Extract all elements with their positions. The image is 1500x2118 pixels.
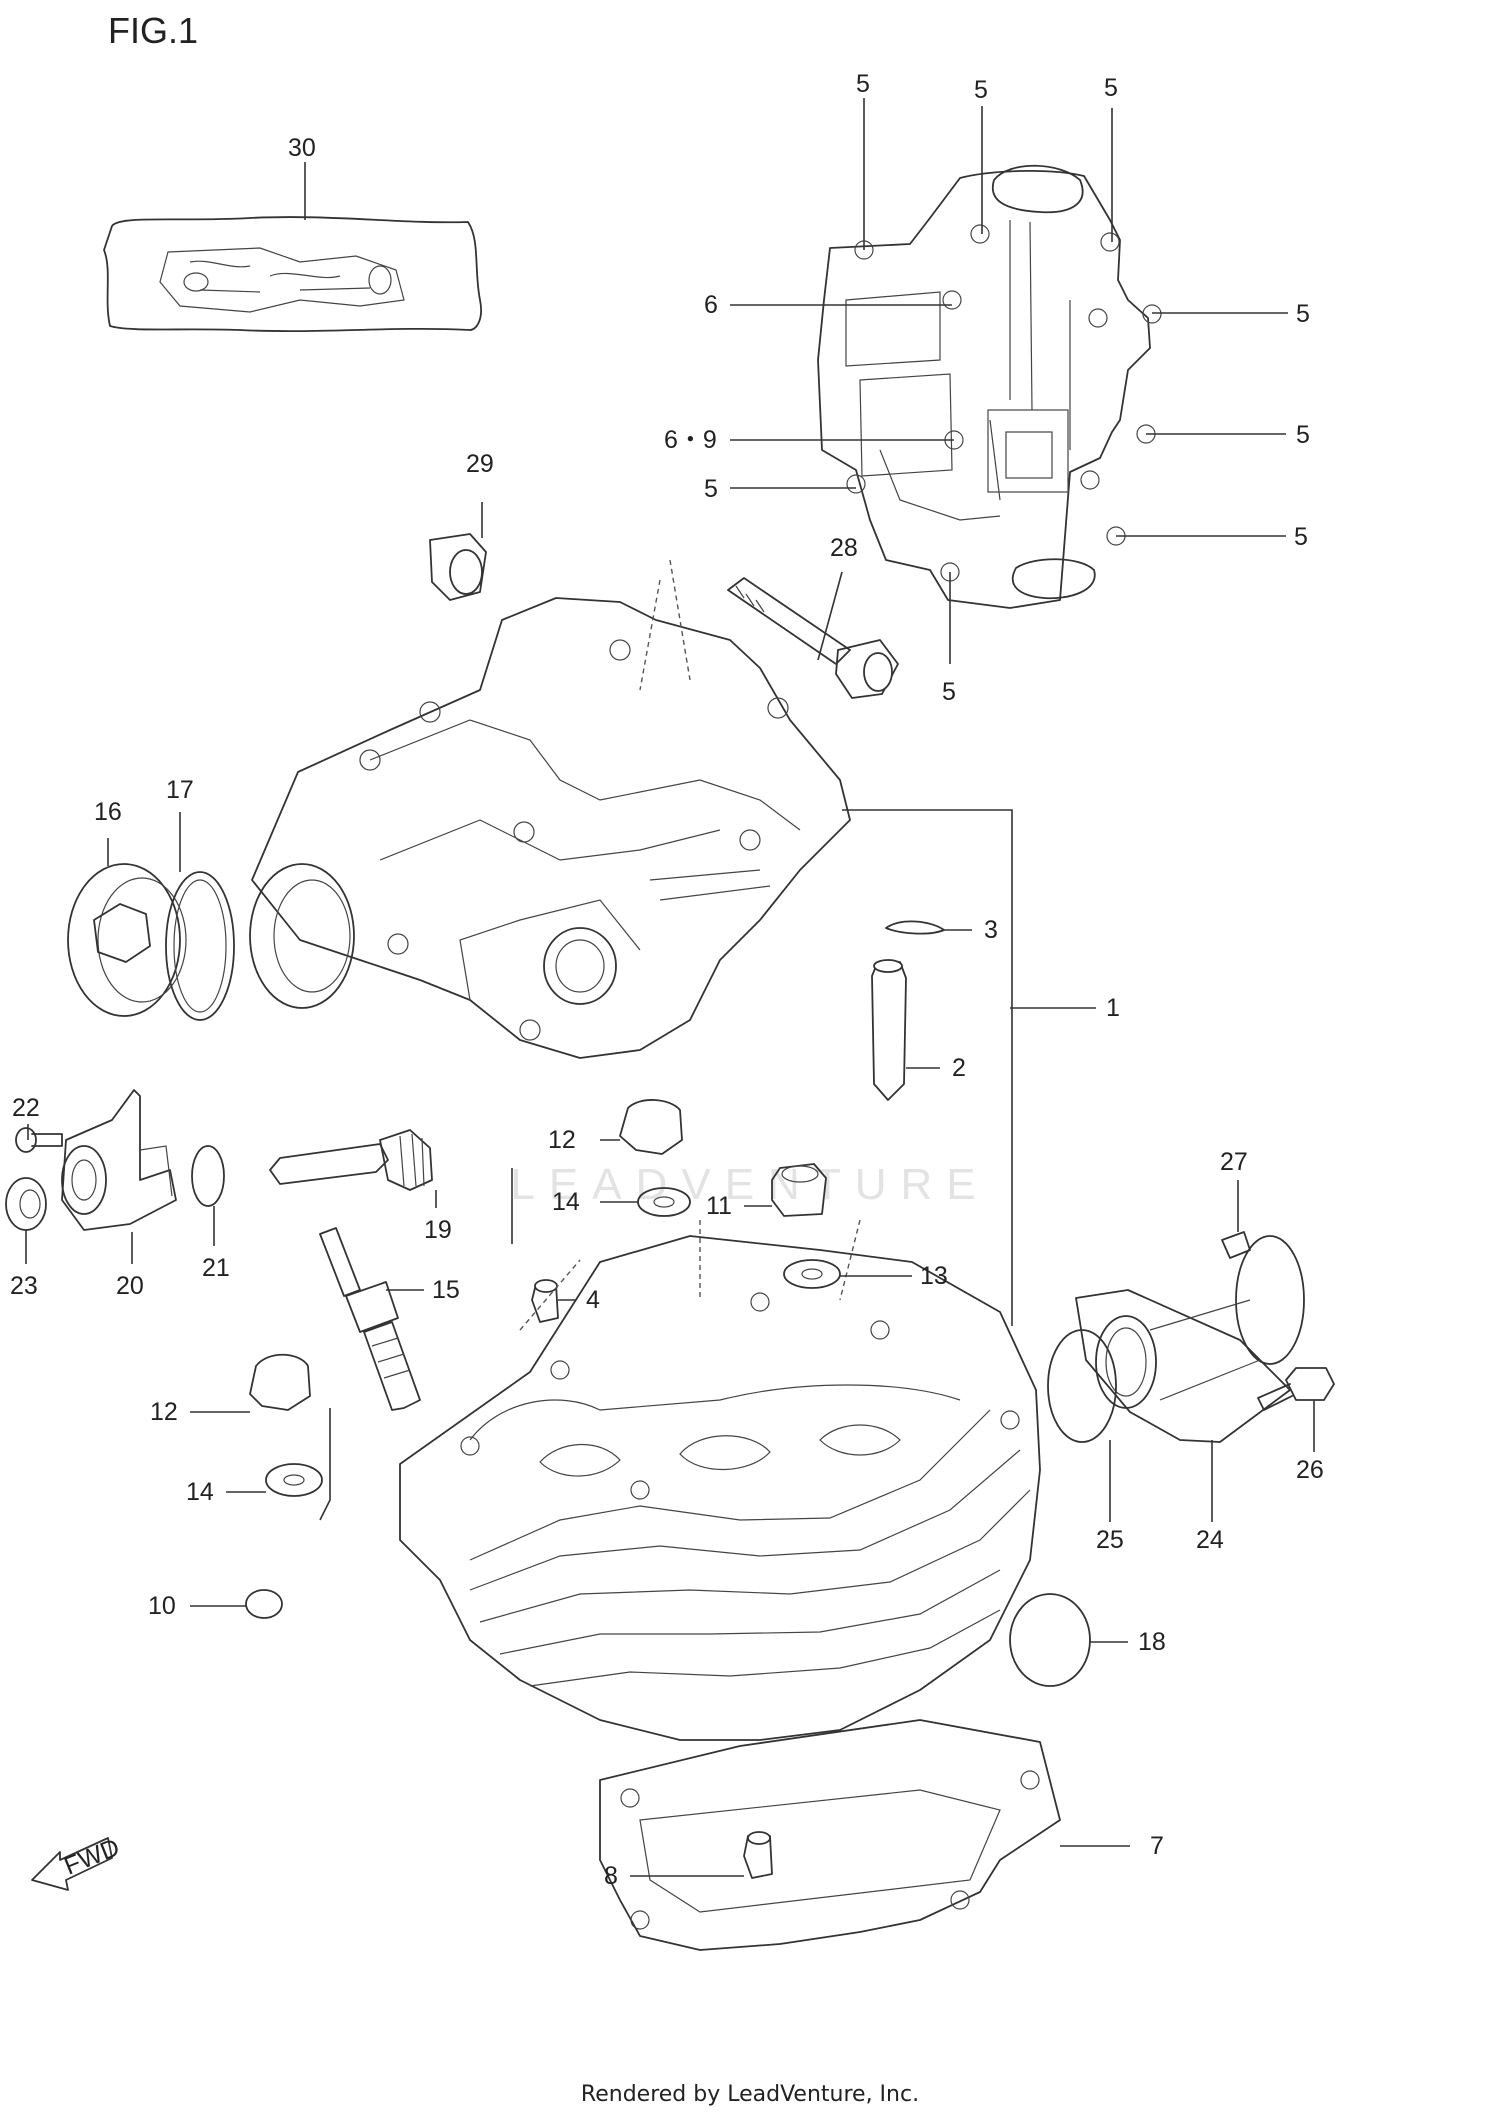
callout-27: 27 bbox=[1220, 1148, 1248, 1176]
callout-26: 26 bbox=[1296, 1456, 1324, 1484]
callout-5: 5 bbox=[704, 475, 718, 503]
callout-29: 29 bbox=[466, 450, 494, 478]
part-28-stud-bolt bbox=[727, 577, 899, 699]
part-26-bolt bbox=[1257, 1367, 1335, 1411]
callout-21: 21 bbox=[202, 1254, 230, 1282]
part-14-washer-lower bbox=[265, 1463, 323, 1497]
part-17-o-ring bbox=[165, 871, 235, 1021]
callout-5: 5 bbox=[1296, 421, 1310, 449]
part-24-intake-pipe bbox=[1075, 1289, 1291, 1443]
callout-12: 12 bbox=[150, 1398, 178, 1426]
callout-1: 1 bbox=[1106, 994, 1120, 1022]
fwd-label: FWD bbox=[60, 1833, 123, 1880]
part-21-o-ring bbox=[191, 1145, 225, 1207]
part-27-clamp bbox=[1221, 1231, 1305, 1365]
part-22-bolt bbox=[15, 1127, 63, 1153]
part-15-spark-plug bbox=[319, 1227, 421, 1411]
callout-6-9: 6・9 bbox=[664, 426, 717, 454]
callout-2: 2 bbox=[952, 1054, 966, 1082]
callout-5: 5 bbox=[1294, 523, 1308, 551]
callout-23: 23 bbox=[10, 1272, 38, 1300]
callout-8: 8 bbox=[604, 1862, 618, 1890]
part-25-o-ring bbox=[1047, 1329, 1117, 1443]
callout-16: 16 bbox=[94, 798, 122, 826]
cylinder-head-cover bbox=[817, 164, 1162, 609]
callout-5: 5 bbox=[1104, 74, 1118, 102]
callout-5: 5 bbox=[974, 76, 988, 104]
callout-12: 12 bbox=[548, 1126, 576, 1154]
callout-7: 7 bbox=[1150, 1832, 1164, 1860]
footer-credit: Rendered by LeadVenture, Inc. bbox=[580, 2082, 920, 2107]
callout-4: 4 bbox=[586, 1286, 600, 1314]
fwd-arrow-icon: FWD bbox=[31, 1833, 124, 1891]
part-7-head-gasket bbox=[599, 1719, 1061, 1951]
part-30-gasket-set bbox=[103, 216, 482, 333]
callout-5: 5 bbox=[856, 70, 870, 98]
callout-6: 6 bbox=[704, 291, 718, 319]
callout-30: 30 bbox=[288, 134, 316, 162]
part-10-plug bbox=[245, 1589, 283, 1619]
part-29-cap-nut bbox=[429, 533, 487, 601]
watermark-text: LEADVENTURE bbox=[510, 1160, 990, 1209]
callout-10: 10 bbox=[148, 1592, 176, 1620]
callout-18: 18 bbox=[1138, 1628, 1166, 1656]
callout-labels: 30 5 5 5 6 5 6・9 5 5 5 29 28 5 16 17 3 1… bbox=[10, 70, 1324, 1890]
part-11-nut bbox=[771, 1163, 827, 1217]
part-23-oil-seal bbox=[5, 1177, 47, 1231]
part-14-washer-upper bbox=[637, 1187, 691, 1217]
part-12-cap-nut-upper bbox=[619, 1099, 683, 1155]
figure-title: FIG.1 bbox=[108, 10, 199, 51]
callout-3: 3 bbox=[984, 916, 998, 944]
callout-14: 14 bbox=[186, 1478, 214, 1506]
callout-24: 24 bbox=[1196, 1526, 1224, 1554]
callout-20: 20 bbox=[116, 1272, 144, 1300]
callout-22: 22 bbox=[12, 1094, 40, 1122]
callout-13: 13 bbox=[920, 1262, 948, 1290]
part-4-dowel-pin bbox=[531, 1279, 559, 1323]
part-13-gasket bbox=[783, 1259, 841, 1289]
callout-25: 25 bbox=[1096, 1526, 1124, 1554]
callout-14: 14 bbox=[552, 1188, 580, 1216]
callout-5: 5 bbox=[942, 678, 956, 706]
part-18-plug bbox=[1009, 1593, 1091, 1687]
callout-17: 17 bbox=[166, 776, 194, 804]
part-16-cap bbox=[67, 863, 187, 1017]
part-12-cap-nut-lower bbox=[249, 1353, 311, 1411]
callout-28: 28 bbox=[830, 534, 858, 562]
part-19-gear-shaft bbox=[269, 1129, 433, 1191]
leader-lines bbox=[25, 98, 1315, 1877]
callout-11: 11 bbox=[706, 1192, 732, 1220]
part-20-housing bbox=[61, 1089, 177, 1231]
part-2-valve-guide bbox=[871, 959, 907, 1101]
part-8-dowel-pin bbox=[743, 1831, 773, 1879]
callout-15: 15 bbox=[432, 1276, 460, 1304]
callout-5: 5 bbox=[1296, 300, 1310, 328]
part-3-clip bbox=[885, 920, 945, 935]
rocker-arm-housing bbox=[249, 559, 851, 1059]
callout-19: 19 bbox=[424, 1216, 452, 1244]
cylinder-head bbox=[399, 1219, 1041, 1741]
